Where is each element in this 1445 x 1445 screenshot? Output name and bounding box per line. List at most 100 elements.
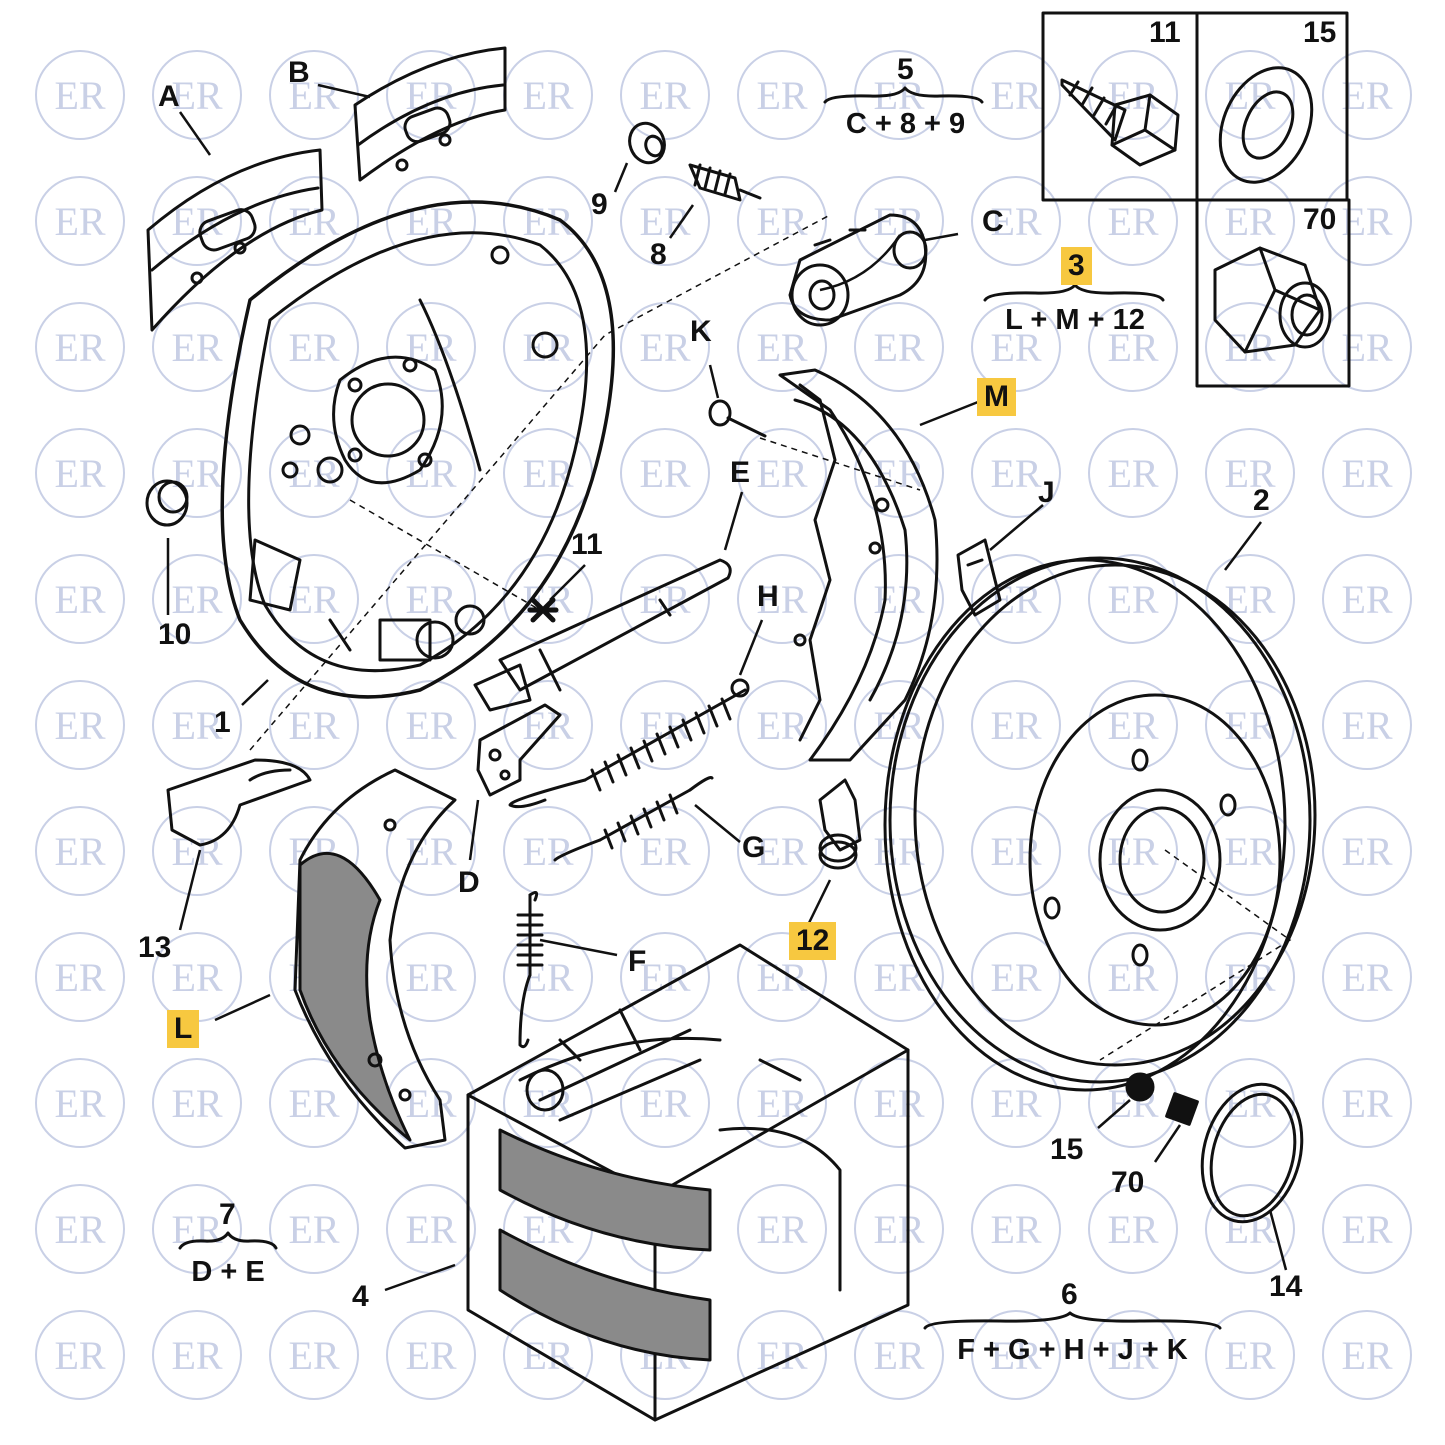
watermark-seal-icon xyxy=(152,1310,242,1400)
watermark-text: ER xyxy=(1341,955,1392,1000)
watermark-seal-icon xyxy=(1088,302,1178,392)
label-12: 12 xyxy=(789,922,837,960)
label-e: E xyxy=(730,456,751,489)
watermark-seal-icon xyxy=(1322,680,1412,770)
watermark-seal-icon xyxy=(1088,680,1178,770)
watermark-text: ER xyxy=(405,829,456,874)
watermark-seal-icon xyxy=(503,302,593,392)
watermark-seal-icon xyxy=(737,554,827,644)
watermark-seal-icon xyxy=(269,554,359,644)
watermark-seal-icon xyxy=(971,176,1061,266)
watermark-seal-icon xyxy=(620,176,710,266)
watermark-text: ER xyxy=(171,325,222,370)
brace-7 xyxy=(178,1231,278,1250)
watermark-text: ER xyxy=(405,325,456,370)
label-c: C xyxy=(982,205,1004,238)
watermark-text: ER xyxy=(873,1333,924,1378)
watermark-text: ER xyxy=(405,577,456,622)
watermark-text: ER xyxy=(1224,1081,1275,1126)
watermark-seal-icon xyxy=(386,1310,476,1400)
combo-7: D + E xyxy=(191,1256,265,1288)
watermark-seal-icon xyxy=(1205,680,1295,770)
watermark-seal-icon xyxy=(854,932,944,1022)
part-2-drum xyxy=(883,556,1317,1092)
watermark-seal-icon xyxy=(737,176,827,266)
watermark-seal-icon xyxy=(503,932,593,1022)
part-11-screw-icon xyxy=(1060,78,1180,167)
watermark-seal-icon xyxy=(152,428,242,518)
watermark-seal-icon xyxy=(503,680,593,770)
watermark-text: ER xyxy=(639,73,690,118)
label-1: 1 xyxy=(214,706,231,739)
watermark-text: ER xyxy=(288,73,339,118)
watermark-text: ER xyxy=(288,577,339,622)
watermark-text: ER xyxy=(1107,829,1158,874)
watermark-text: ER xyxy=(522,199,573,244)
part-e-adjuster xyxy=(473,558,732,712)
watermark-seal-icon xyxy=(386,806,476,896)
watermark-text: ER xyxy=(522,73,573,118)
watermark-text: ER xyxy=(522,703,573,748)
watermark-text: ER xyxy=(288,1207,339,1252)
part-15-washer-icon xyxy=(1125,1072,1155,1102)
watermark-seal-icon xyxy=(1322,176,1412,266)
watermark-text: ER xyxy=(522,451,573,496)
watermark-text: ER xyxy=(171,73,222,118)
label-7: 7 xyxy=(219,1198,236,1231)
watermark-text: ER xyxy=(1224,829,1275,874)
label-14: 14 xyxy=(1269,1270,1303,1303)
watermark-text: ER xyxy=(171,1081,222,1126)
label-2: 2 xyxy=(1253,484,1270,517)
watermark-seal-icon xyxy=(971,932,1061,1022)
label-g: G xyxy=(742,831,766,864)
watermark-seal-icon xyxy=(1322,1184,1412,1274)
watermark-seal-icon xyxy=(1322,554,1412,644)
watermark-seal-icon xyxy=(854,428,944,518)
watermark-seal-icon xyxy=(737,50,827,140)
watermark-text: ER xyxy=(54,1081,105,1126)
watermark-seal-icon xyxy=(620,932,710,1022)
part-l-leading-shoe xyxy=(293,768,457,1150)
watermark-text: ER xyxy=(873,325,924,370)
watermark-seal-icon xyxy=(35,302,125,392)
watermark-seal-icon xyxy=(854,1184,944,1274)
watermark-seal-icon xyxy=(971,302,1061,392)
watermark-text: ER xyxy=(171,1207,222,1252)
watermark-text: ER xyxy=(990,955,1041,1000)
watermark-text: ER xyxy=(1107,325,1158,370)
watermark-seal-icon xyxy=(35,1058,125,1148)
part-13-cable-guide xyxy=(166,758,312,847)
star-marker-icon xyxy=(527,597,559,623)
watermark-seal-icon xyxy=(152,806,242,896)
label-j: J xyxy=(1038,476,1055,509)
watermark-seal-icon xyxy=(971,1184,1061,1274)
watermark-seal-icon xyxy=(35,932,125,1022)
watermark-seal-icon xyxy=(386,680,476,770)
watermark-text: ER xyxy=(990,1207,1041,1252)
watermark-seal-icon xyxy=(854,1058,944,1148)
watermark-seal-icon xyxy=(35,176,125,266)
label-8: 8 xyxy=(650,238,667,271)
watermark-text: ER xyxy=(756,199,807,244)
watermark-seal-icon xyxy=(1205,50,1295,140)
watermark-text: ER xyxy=(1341,1207,1392,1252)
watermark-text: ER xyxy=(990,1081,1041,1126)
watermark-text: ER xyxy=(1224,451,1275,496)
combo-6: F + G + H + J + K xyxy=(957,1334,1188,1366)
watermark-text: ER xyxy=(405,955,456,1000)
watermark-seal-icon xyxy=(35,554,125,644)
watermark-seal-icon xyxy=(971,680,1061,770)
watermark-text: ER xyxy=(1341,1081,1392,1126)
watermark-seal-icon xyxy=(386,428,476,518)
watermark-seal-icon xyxy=(503,1058,593,1148)
watermark-text: ER xyxy=(756,1081,807,1126)
watermark-seal-icon xyxy=(1088,806,1178,896)
label-k: K xyxy=(690,315,712,348)
watermark-seal-icon xyxy=(1205,1184,1295,1274)
watermark-text: ER xyxy=(1107,703,1158,748)
watermark-seal-icon xyxy=(386,302,476,392)
watermark-seal-icon xyxy=(1088,428,1178,518)
watermark-text: ER xyxy=(990,703,1041,748)
watermark-seal-icon xyxy=(854,302,944,392)
part-a-shoe-strip xyxy=(146,148,324,332)
